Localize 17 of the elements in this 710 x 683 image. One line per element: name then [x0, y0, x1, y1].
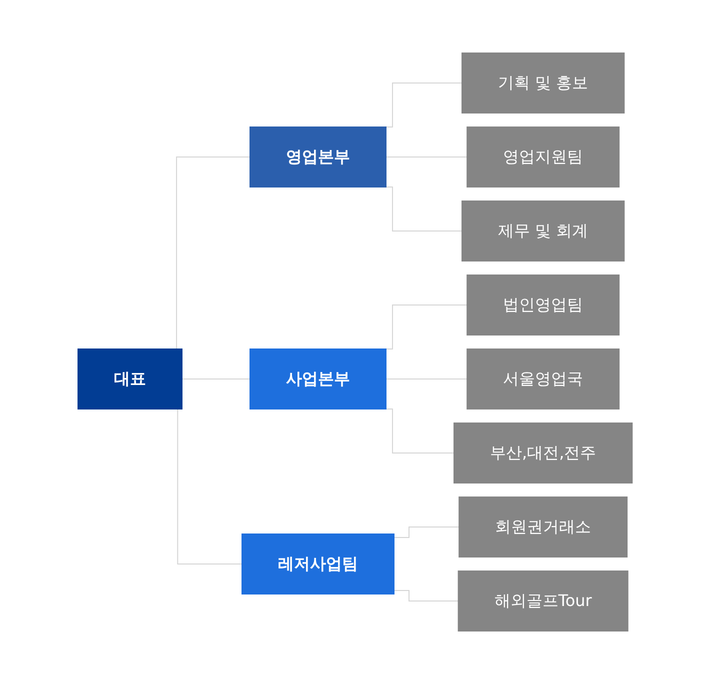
node-box: 영업본부 [249, 126, 386, 187]
node-box: 영업지원팀 [466, 126, 620, 187]
connector [385, 156, 468, 157]
connector [181, 378, 250, 379]
node-box: 법인영업팀 [466, 274, 620, 335]
node-box: 사업본부 [249, 348, 386, 409]
node-box: 레저사업팀 [241, 533, 394, 594]
node-box: 회원권거래소 [458, 496, 628, 557]
node-box: 해외골프Tour [458, 570, 628, 631]
connector [385, 378, 468, 379]
node-box: 제무 및 회계 [461, 200, 625, 261]
node-box: 부산,대전,전주 [453, 422, 633, 483]
connector [393, 590, 459, 601]
node-box: 기획 및 홍보 [461, 52, 625, 113]
connector [393, 526, 460, 538]
node-box: 서울영업국 [466, 348, 620, 409]
node-box: 대표 [77, 348, 182, 409]
